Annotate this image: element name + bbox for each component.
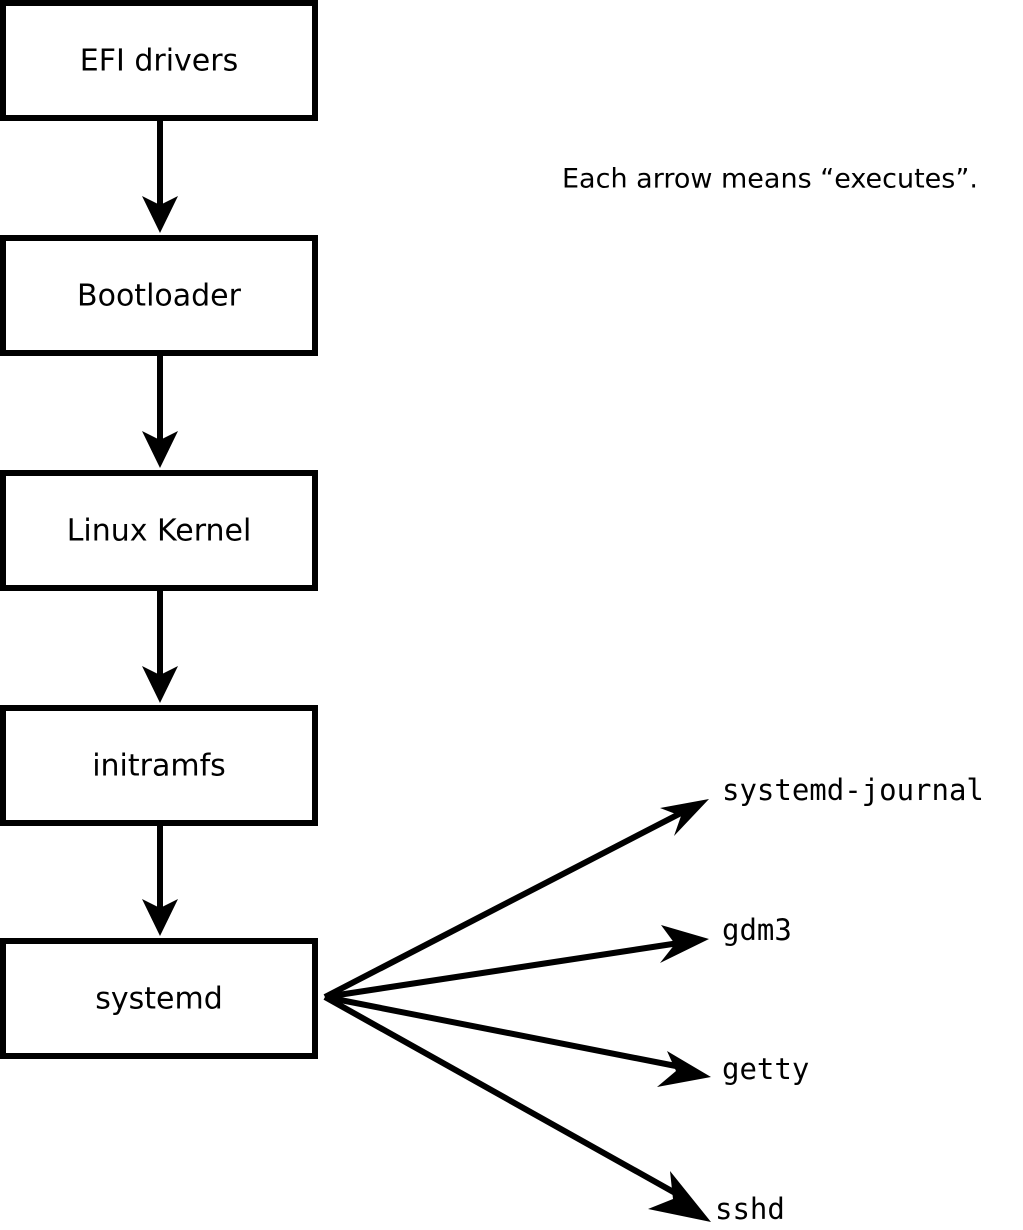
arrow-systemd-to-sshd [323,994,711,1222]
legend-caption: Each arrow means “executes”. [562,164,978,195]
leaf-label-systemd-journal: systemd-journal [722,773,984,807]
arrow-systemd-to-getty-shaft [324,994,682,1070]
node-initramfs[interactable]: initramfs [0,705,318,826]
arrow-systemd-to-sshd-shaft [323,994,679,1197]
arrow-systemd-to-systemd-journal-head [660,799,709,836]
leaf-label-getty: getty [722,1052,809,1086]
node-initramfs-label: initramfs [92,749,226,784]
arrow-systemd-to-getty [324,994,711,1087]
arrow-systemd-to-gdm3-shaft [324,940,680,1000]
node-systemd[interactable]: systemd [0,938,318,1059]
arrow-efi-to-bootloader-head [142,196,178,233]
node-efi-drivers-rect [0,0,318,121]
arrow-initramfs-to-systemd-head [142,899,178,936]
arrow-bootloader-to-kernel-head [142,431,178,468]
arrow-systemd-to-systemd-journal [323,799,709,1000]
arrow-systemd-to-gdm3 [324,925,709,1000]
node-initramfs-rect [0,705,318,826]
arrow-bootloader-to-kernel [142,353,178,468]
node-linux-kernel[interactable]: Linux Kernel [0,470,318,591]
node-systemd-label: systemd [95,982,223,1017]
arrow-efi-to-bootloader [142,118,178,233]
arrow-systemd-to-gdm3-head [660,925,709,963]
arrow-kernel-to-initramfs-head [142,666,178,703]
node-efi-drivers[interactable]: EFI drivers [0,0,318,121]
node-systemd-rect [0,938,318,1059]
node-efi-drivers-label: EFI drivers [80,44,238,79]
node-bootloader-label: Bootloader [77,279,242,314]
node-bootloader[interactable]: Bootloader [0,235,318,356]
arrow-kernel-to-initramfs [142,588,178,703]
node-linux-kernel-label: Linux Kernel [67,514,252,549]
leaf-label-gdm3: gdm3 [722,913,792,947]
arrow-systemd-to-getty-head [657,1051,711,1087]
arrow-systemd-to-systemd-journal-shaft [323,809,685,1000]
arrow-systemd-to-sshd-head [648,1171,711,1222]
arrow-initramfs-to-systemd [142,823,178,936]
leaf-label-sshd: sshd [715,1192,785,1226]
